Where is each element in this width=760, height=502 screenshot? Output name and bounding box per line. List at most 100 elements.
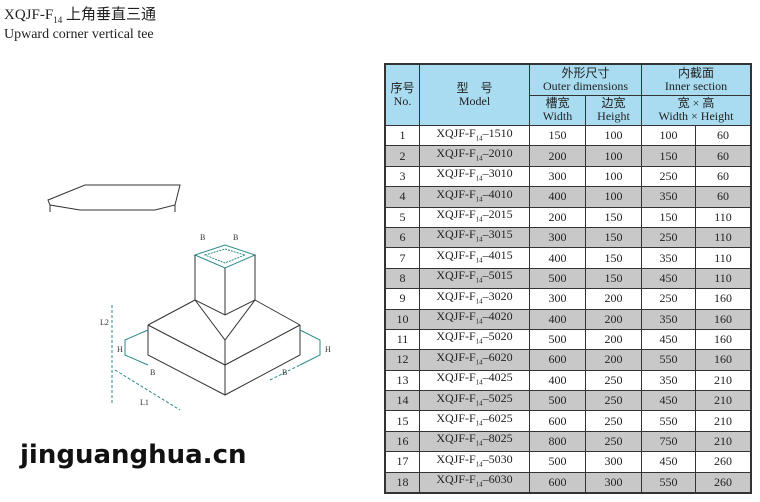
- cell: 150: [529, 124, 586, 147]
- cell: 400: [529, 308, 586, 330]
- cell-model: XQJF-F14–2010: [419, 145, 530, 167]
- cell: 400: [529, 369, 586, 392]
- dim-label: B: [233, 233, 238, 242]
- cover-plate: [47, 184, 181, 211]
- cell: 210: [695, 410, 752, 432]
- cell-model: XQJF-F14–3015: [419, 226, 530, 249]
- cell-model: XQJF-F14–3010: [419, 165, 530, 188]
- cell: 60: [695, 186, 752, 208]
- cell: 5: [384, 206, 420, 228]
- cell-model: XQJF-F14–4020: [419, 308, 530, 330]
- dim-label: H: [325, 345, 331, 354]
- cell: 600: [529, 471, 586, 494]
- cell: 450: [640, 328, 697, 351]
- cell: 400: [529, 247, 586, 269]
- cell: 210: [695, 390, 752, 412]
- cell: 100: [585, 124, 642, 147]
- cell-model: XQJF-F14–6025: [419, 410, 530, 432]
- cell: 550: [640, 471, 697, 494]
- cell: 1: [384, 124, 420, 147]
- cell: 550: [640, 349, 697, 371]
- cell: 10: [384, 308, 420, 330]
- cell: 300: [585, 451, 642, 473]
- cell: 110: [695, 247, 752, 269]
- cell: 9: [384, 288, 420, 310]
- cell: 250: [585, 369, 642, 392]
- cell: 210: [695, 430, 752, 453]
- cell-model: XQJF-F14–6030: [419, 471, 530, 494]
- cell: 2: [384, 145, 420, 167]
- cell: 260: [695, 451, 752, 473]
- cell-model: XQJF-F14–3020: [419, 288, 530, 310]
- cell: 100: [640, 124, 697, 147]
- cell: 15: [384, 410, 420, 432]
- cell-model: XQJF-F14–5030: [419, 451, 530, 473]
- dim-label: H: [117, 345, 123, 354]
- cell: 500: [529, 267, 586, 290]
- page-title: XQJF-F14 上角垂直三通: [4, 7, 156, 25]
- cell: 200: [585, 308, 642, 330]
- cell: 200: [585, 349, 642, 371]
- cell-model: XQJF-F14–4025: [419, 369, 530, 392]
- cell: 250: [640, 226, 697, 249]
- cell: 8: [384, 267, 420, 290]
- dim-label: B: [200, 233, 205, 242]
- cell: 260: [695, 471, 752, 494]
- page-subtitle: Upward corner vertical tee: [4, 27, 154, 42]
- cell: 13: [384, 369, 420, 392]
- cell: 750: [640, 430, 697, 453]
- cell: 250: [640, 288, 697, 310]
- cell: 200: [585, 328, 642, 351]
- dim-label: L2: [100, 318, 109, 327]
- cell: 300: [529, 288, 586, 310]
- cell: 150: [585, 247, 642, 269]
- cell: 300: [585, 471, 642, 494]
- cell-model: XQJF-F14–4015: [419, 247, 530, 269]
- cell-model: XQJF-F14–2015: [419, 206, 530, 228]
- cell: 60: [695, 165, 752, 188]
- cell: 3: [384, 165, 420, 188]
- cell: 300: [529, 165, 586, 188]
- cell: 300: [529, 226, 586, 249]
- cell: 450: [640, 390, 697, 412]
- cell: 17: [384, 451, 420, 473]
- cell: 100: [585, 145, 642, 167]
- cell: 250: [585, 390, 642, 412]
- cell: 500: [529, 451, 586, 473]
- cell: 350: [640, 186, 697, 208]
- cell: 100: [585, 186, 642, 208]
- cell-model: XQJF-F14–5015: [419, 267, 530, 290]
- cell: 210: [695, 369, 752, 392]
- cell-model: XQJF-F14–8025: [419, 430, 530, 453]
- cell: 160: [695, 308, 752, 330]
- cell: 60: [695, 124, 752, 147]
- cell: 12: [384, 349, 420, 371]
- cell: 600: [529, 349, 586, 371]
- tee-diagram: B B H B H B L2 L1: [47, 184, 331, 411]
- cell: 250: [585, 410, 642, 432]
- cell-model: XQJF-F14–6020: [419, 349, 530, 371]
- cell: 400: [529, 186, 586, 208]
- cell: 150: [640, 206, 697, 228]
- cell: 160: [695, 349, 752, 371]
